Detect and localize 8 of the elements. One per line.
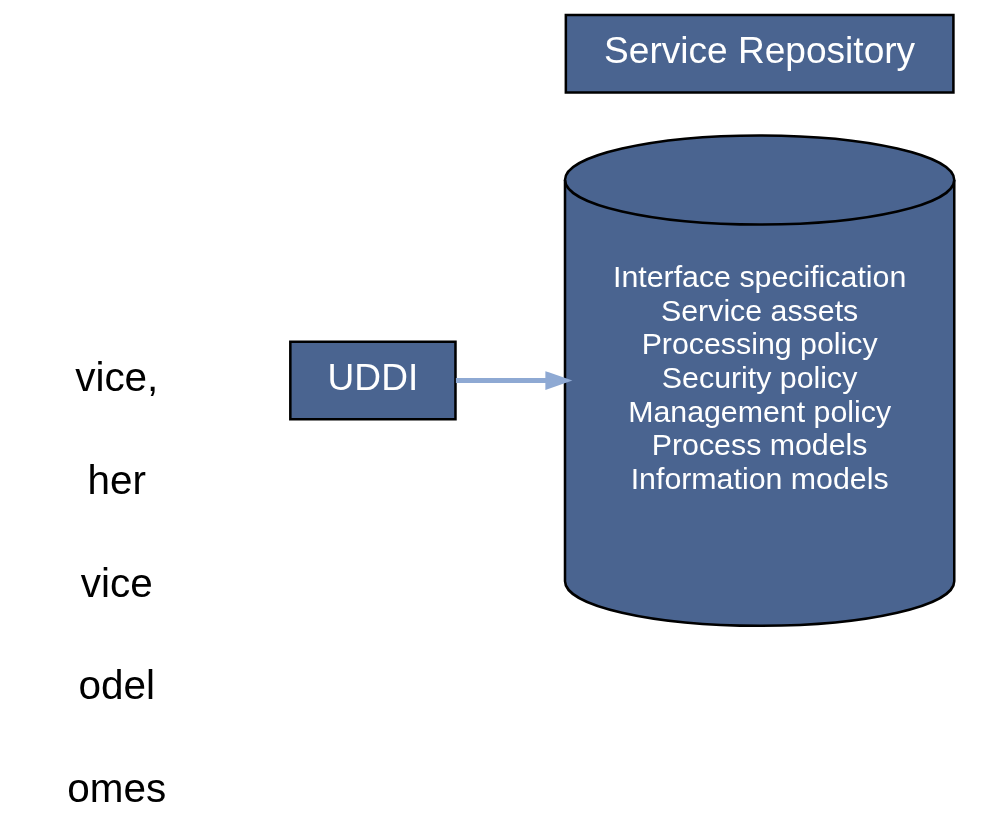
label: omes (66, 765, 166, 812)
label: odel (78, 662, 155, 709)
arrow (455, 371, 572, 391)
node-box: Service Repository (564, 13, 955, 94)
label: her (87, 456, 146, 503)
node-box: UDDI (288, 340, 457, 421)
label: vice, (74, 354, 158, 401)
label: vice (80, 559, 153, 606)
